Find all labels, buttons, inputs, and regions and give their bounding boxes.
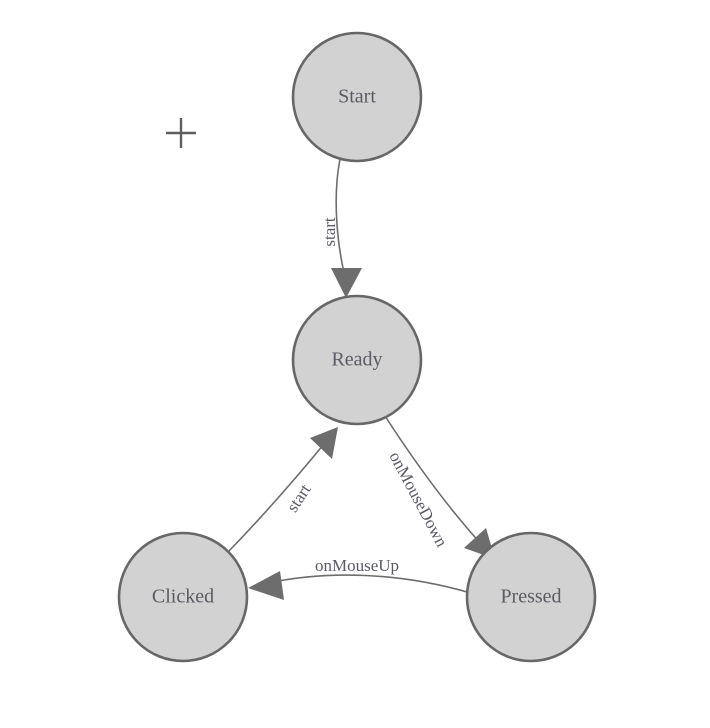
- edge-path-clicked-to-ready: [227, 443, 325, 553]
- node-label-pressed: Pressed: [500, 586, 561, 608]
- edge-path-pressed-to-clicked: [267, 574, 468, 593]
- arrowhead-pressed-to-clicked: [248, 571, 284, 600]
- node-clicked[interactable]: Clicked: [117, 531, 249, 663]
- edge-ready-to-pressed[interactable]: onMouseDown: [384, 415, 495, 559]
- edge-pressed-to-clicked[interactable]: onMouseUp: [248, 556, 468, 600]
- edge-path-start-to-ready: [335, 158, 346, 278]
- node-pressed[interactable]: Pressed: [465, 531, 597, 663]
- node-label-clicked: Clicked: [152, 586, 214, 608]
- node-label-start: Start: [338, 86, 376, 108]
- arrowhead-start-to-ready: [331, 268, 362, 298]
- edge-clicked-to-ready[interactable]: start: [227, 427, 338, 553]
- edge-label-pressed-to-clicked: onMouseUp: [315, 556, 399, 575]
- edge-label-start-to-ready: start: [320, 217, 339, 247]
- node-ready[interactable]: Ready: [291, 294, 423, 426]
- node-circle-start[interactable]: [291, 31, 423, 163]
- plus-marker-icon: [166, 118, 196, 148]
- edge-label-ready-to-pressed: onMouseDown: [385, 449, 451, 551]
- node-circle-clicked[interactable]: [117, 531, 249, 663]
- node-start[interactable]: Start: [291, 31, 423, 163]
- edge-label-clicked-to-ready: start: [283, 480, 315, 515]
- node-circle-pressed[interactable]: [465, 531, 597, 663]
- arrowhead-clicked-to-ready: [310, 427, 338, 459]
- node-circle-ready[interactable]: [291, 294, 423, 426]
- node-label-ready: Ready: [331, 349, 382, 371]
- edge-path-ready-to-pressed: [384, 415, 483, 546]
- edge-start-to-ready[interactable]: start: [320, 158, 362, 298]
